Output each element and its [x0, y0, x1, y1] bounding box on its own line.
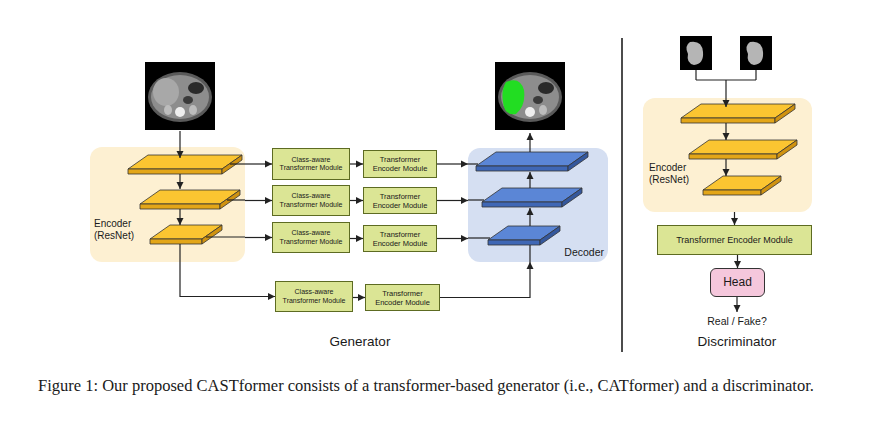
- module-box: Class-aware Transformer Module: [275, 281, 353, 312]
- node-label: Class-aware Transformer Module: [276, 192, 346, 209]
- connector-arrow: [350, 163, 363, 164]
- module-box: Class-aware Transformer Module: [272, 148, 350, 180]
- node-label: Transformer Encoder Module: [369, 289, 436, 307]
- head-output-arrow: [736, 297, 737, 312]
- ct-output-image: [495, 62, 565, 130]
- label-holder: Generator: [290, 334, 430, 350]
- figure-caption: Figure 1: Our proposed CASTformer consis…: [38, 375, 868, 396]
- node-label: Class-aware Transformer Module: [279, 288, 349, 305]
- caption-holder: Figure 1: Our proposed CASTformer consis…: [38, 375, 868, 396]
- module-box: Transformer Encoder Module: [363, 225, 437, 252]
- module-box: Transformer Encoder Module: [657, 225, 812, 255]
- connector-arrow: [245, 200, 272, 201]
- decoder-region: Decoder: [468, 148, 608, 262]
- encoder-slabs: [643, 98, 812, 212]
- input-arrow: [179, 131, 180, 147]
- section-label: Real / Fake?: [677, 315, 797, 328]
- node-label: Encoder (ResNet): [649, 162, 699, 186]
- module-box: Class-aware Transformer Module: [272, 222, 350, 253]
- label-holder: Discriminator: [667, 334, 807, 350]
- head-box: Head: [710, 268, 765, 297]
- divider-line: [621, 38, 623, 352]
- output-arrow: [529, 133, 530, 148]
- connector-arrow: [353, 297, 365, 298]
- module-box: Class-aware Transformer Module: [272, 185, 350, 216]
- section-label: Discriminator: [667, 334, 807, 350]
- connector-arrow: [350, 238, 363, 239]
- connector-arrow: [737, 255, 738, 268]
- module-box: Transformer Encoder Module: [365, 284, 440, 311]
- mask-images: [680, 36, 772, 70]
- ct-input-image: [145, 62, 215, 130]
- node-label: Transformer Encoder Module: [367, 192, 433, 210]
- module-box: Transformer Encoder Module: [363, 150, 437, 178]
- connector-arrow: [245, 237, 272, 238]
- label-holder: Real / Fake?: [677, 315, 797, 328]
- connector-arrow: [734, 212, 735, 225]
- node-label: Transformer Encoder Module: [367, 230, 433, 248]
- node-label: Class-aware Transformer Module: [276, 156, 346, 173]
- connector-arrow: [437, 200, 468, 201]
- mask-join-lines: [696, 70, 756, 98]
- connector-arrow: [437, 163, 468, 164]
- decoder-slabs: [468, 148, 608, 262]
- section-label: Generator: [290, 334, 430, 350]
- node-label: Transformer Encoder Module: [676, 235, 793, 246]
- node-label: Transformer Encoder Module: [367, 155, 433, 173]
- connector-arrow: [350, 200, 363, 201]
- connector-arrow: [180, 262, 275, 297]
- node-label: Class-aware Transformer Module: [276, 229, 346, 246]
- node-label: Decoder: [550, 246, 604, 259]
- module-box: Transformer Encoder Module: [363, 187, 437, 214]
- connector-arrow: [437, 238, 468, 239]
- connector-arrow: [245, 163, 272, 164]
- connector-arrow: [440, 262, 530, 298]
- encoder-region: Encoder (ResNet): [90, 147, 245, 262]
- encoder-region: Encoder (ResNet): [643, 98, 812, 212]
- node-label: Encoder (ResNet): [94, 218, 146, 242]
- node-label: Head: [723, 275, 752, 289]
- encoder-slabs: [90, 147, 245, 262]
